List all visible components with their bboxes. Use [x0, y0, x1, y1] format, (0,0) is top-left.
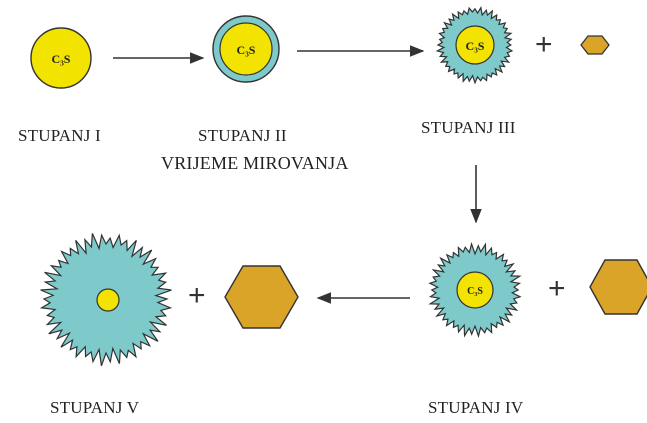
- plus-sign-stage-5: +: [188, 281, 206, 311]
- stage-3-hexagon: [581, 36, 609, 54]
- stage-4-label: STUPANJ IV: [428, 398, 523, 418]
- stage-2-label: STUPANJ II: [198, 126, 287, 146]
- plus-sign-stage-3: +: [535, 30, 553, 60]
- stage-3-particle: C₃S: [437, 8, 512, 83]
- stage-5-hexagon: [225, 266, 298, 328]
- stage-2-particle: C₃S: [213, 16, 279, 82]
- stage-4-hexagon: [590, 260, 647, 314]
- stage-5-label: STUPANJ V: [50, 398, 139, 418]
- stage-2-sublabel: VRIJEME MIROVANJA: [161, 153, 349, 174]
- stage-1-formula: C₃S: [52, 52, 71, 66]
- stage-2-formula: C₃S: [237, 43, 256, 57]
- stage-3-formula: C₃S: [466, 39, 485, 53]
- stage-4-particle: C₃S: [430, 244, 520, 336]
- stage-3-label: STUPANJ III: [421, 118, 516, 138]
- stage-1-particle: C₃S: [31, 28, 91, 88]
- plus-sign-stage-4: +: [548, 274, 566, 304]
- stage-1-label: STUPANJ I: [18, 126, 101, 146]
- stage-4-formula: C₃S: [467, 286, 483, 297]
- stage-5-particle: [41, 233, 172, 365]
